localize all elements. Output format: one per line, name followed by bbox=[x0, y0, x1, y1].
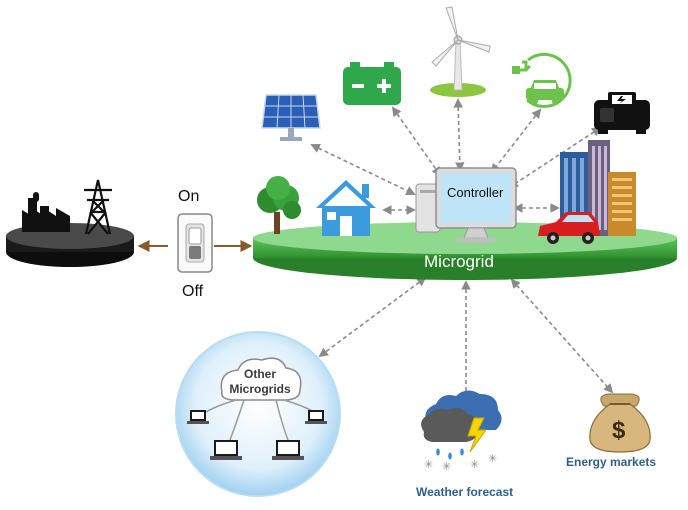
svg-text:✳: ✳ bbox=[442, 460, 451, 473]
laptop-icon bbox=[210, 440, 242, 460]
transmission-tower-icon bbox=[84, 179, 112, 235]
connection-arrows bbox=[310, 98, 614, 404]
other-microgrids-line1: Other bbox=[243, 367, 276, 381]
arrow-generator bbox=[508, 126, 602, 189]
laptop-icon bbox=[272, 440, 304, 460]
controller-computer-icon bbox=[415, 167, 517, 243]
storm-cloud-icon: ✳ ✳ ✳ ✳ bbox=[421, 390, 502, 473]
energy-markets-label: Energy markets bbox=[566, 455, 657, 469]
svg-text:✳: ✳ bbox=[470, 458, 479, 471]
arrow-other-microgrids bbox=[318, 276, 427, 358]
laptop-icon bbox=[305, 410, 327, 424]
tree-icon bbox=[257, 176, 301, 234]
switch-icon bbox=[177, 213, 213, 273]
power-plant-icon bbox=[22, 192, 70, 232]
svg-text:✳: ✳ bbox=[488, 452, 497, 465]
arrow-markets bbox=[510, 278, 614, 394]
switch-off-label: Off bbox=[182, 283, 204, 300]
money-bag-icon: $ bbox=[589, 393, 651, 453]
ev-charger-icon bbox=[512, 52, 572, 108]
car-icon bbox=[538, 212, 600, 244]
svg-text:✳: ✳ bbox=[424, 458, 433, 471]
battery-icon bbox=[343, 62, 401, 105]
other-microgrids-globe bbox=[175, 331, 341, 497]
utility-grid bbox=[6, 179, 134, 267]
solar-panel-icon bbox=[261, 94, 321, 141]
arrow-solar bbox=[310, 143, 416, 196]
generator-icon bbox=[594, 92, 650, 134]
other-microgrids-line2: Microgrids bbox=[229, 382, 291, 396]
switch-on-label: On bbox=[178, 188, 200, 205]
arrow-ev bbox=[490, 108, 542, 174]
dollar-sign: $ bbox=[612, 417, 626, 444]
weather-forecast-label: Weather forecast bbox=[416, 485, 514, 499]
wind-turbine-icon bbox=[430, 6, 491, 97]
house-icon bbox=[316, 180, 376, 236]
arrow-battery bbox=[391, 106, 442, 177]
other-microgrids-label: Other Microgrids bbox=[225, 367, 295, 397]
microgrid-label: Microgrid bbox=[424, 252, 494, 271]
controller-label: Controller bbox=[447, 185, 504, 200]
laptop-icon bbox=[187, 410, 209, 424]
arrow-wind bbox=[453, 98, 465, 172]
